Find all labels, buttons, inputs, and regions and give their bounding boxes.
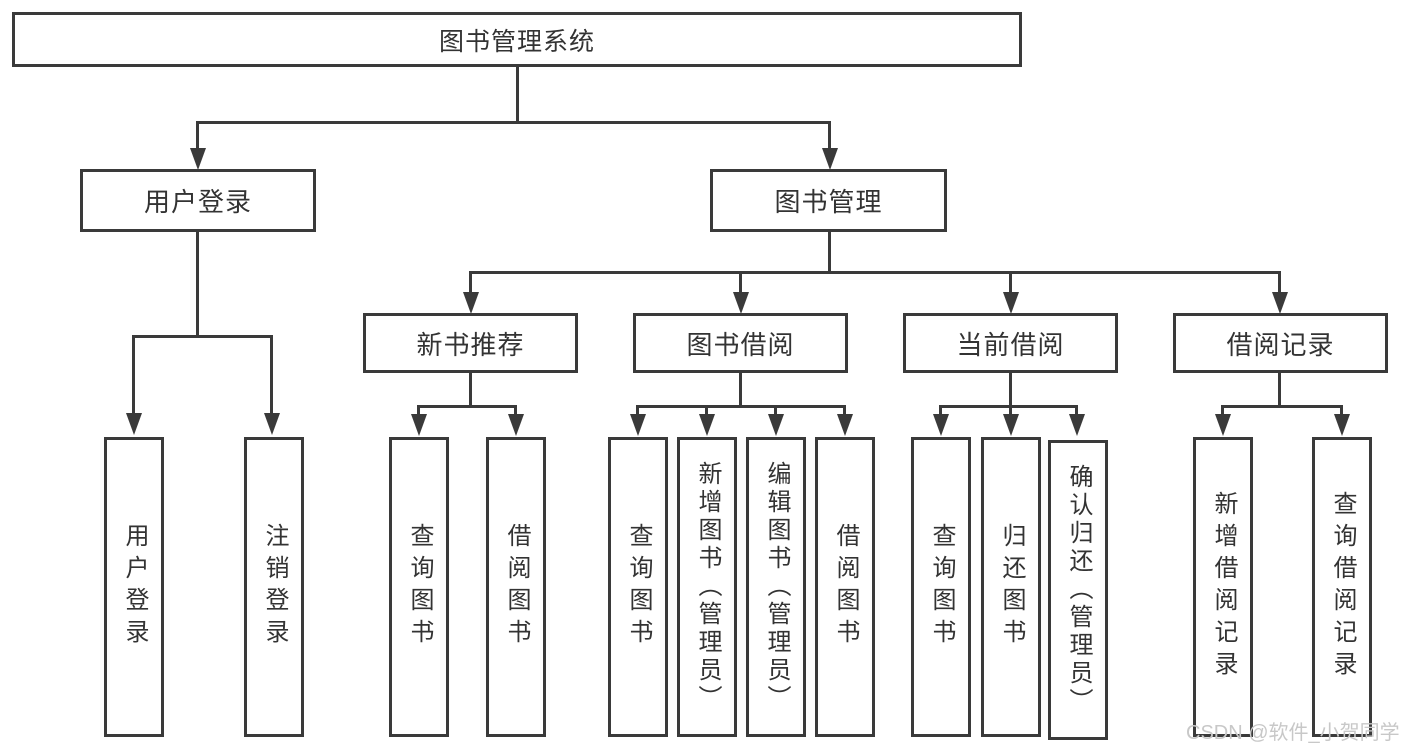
node-leaf-borrow-books-1: 借阅图书 [486,437,546,737]
connector-line [196,232,199,338]
connector-line [1221,405,1342,408]
arrowhead-down-icon [933,414,949,436]
connector-line [270,335,273,415]
connector-line [1340,405,1343,415]
connector-line [1009,373,1012,408]
node-leaf-return-books: 归还图书 [981,437,1041,737]
connector-line [1009,271,1012,294]
node-user-login: 用户登录 [80,169,316,232]
connector-line [939,405,1078,408]
node-current-borrowing: 当前借阅 [903,313,1118,373]
node-book-borrowing: 图书借阅 [633,313,848,373]
arrowhead-down-icon [1215,414,1231,436]
arrowhead-down-icon [1334,414,1350,436]
connector-line [739,271,742,294]
arrowhead-down-icon [1003,414,1019,436]
node-leaf-borrow-books-2: 借阅图书 [815,437,875,737]
node-new-book-recommendation: 新书推荐 [363,313,578,373]
node-leaf-logout: 注销登录 [244,437,304,737]
node-book-management: 图书管理 [710,169,947,232]
connector-line [843,405,846,415]
node-root-library-system: 图书管理系统 [12,12,1022,67]
arrowhead-down-icon [733,292,749,314]
connector-line [132,335,273,338]
connector-line [417,405,420,415]
node-leaf-confirm-return-admin: 确认归还（管理员） [1048,440,1108,740]
connector-line [1221,405,1224,415]
connector-line [417,405,517,408]
arrowhead-down-icon [1272,292,1288,314]
connector-line [1009,405,1012,415]
connector-line [132,335,135,415]
arrowhead-down-icon [1003,292,1019,314]
node-leaf-query-books-1: 查询图书 [389,437,449,737]
node-leaf-edit-book-admin: 编辑图书（管理员） [746,437,806,737]
arrowhead-down-icon [264,413,280,435]
connector-line [939,405,942,415]
connector-line [196,121,831,124]
arrowhead-down-icon [630,414,646,436]
connector-line [196,121,199,151]
connector-line [469,271,472,294]
connector-line [739,373,742,408]
node-leaf-add-borrow-record: 新增借阅记录 [1193,437,1253,737]
node-leaf-query-books-2: 查询图书 [608,437,668,737]
connector-line [469,271,1281,274]
arrowhead-down-icon [699,414,715,436]
connector-line [636,405,846,408]
arrowhead-down-icon [822,148,838,170]
arrowhead-down-icon [411,414,427,436]
connector-line [828,232,831,274]
connector-line [514,405,517,415]
connector-line [1075,405,1078,415]
connector-line [636,405,639,415]
node-leaf-user-login: 用户登录 [104,437,164,737]
connector-line [516,67,519,123]
arrowhead-down-icon [463,292,479,314]
connector-line [828,121,831,151]
arrowhead-down-icon [190,148,206,170]
connector-line [705,405,708,415]
node-leaf-query-books-3: 查询图书 [911,437,971,737]
arrowhead-down-icon [837,414,853,436]
connector-line [774,405,777,415]
arrowhead-down-icon [768,414,784,436]
connector-line [469,373,472,408]
arrowhead-down-icon [126,413,142,435]
csdn-watermark: CSDN @软件_小贺同学 [1186,722,1400,744]
node-leaf-query-borrow-record: 查询借阅记录 [1312,437,1372,737]
connector-line [1278,271,1281,294]
arrowhead-down-icon [1069,414,1085,436]
node-leaf-add-book-admin: 新增图书（管理员） [677,437,737,737]
arrowhead-down-icon [508,414,524,436]
connector-line [1278,373,1281,408]
node-borrowing-records: 借阅记录 [1173,313,1388,373]
